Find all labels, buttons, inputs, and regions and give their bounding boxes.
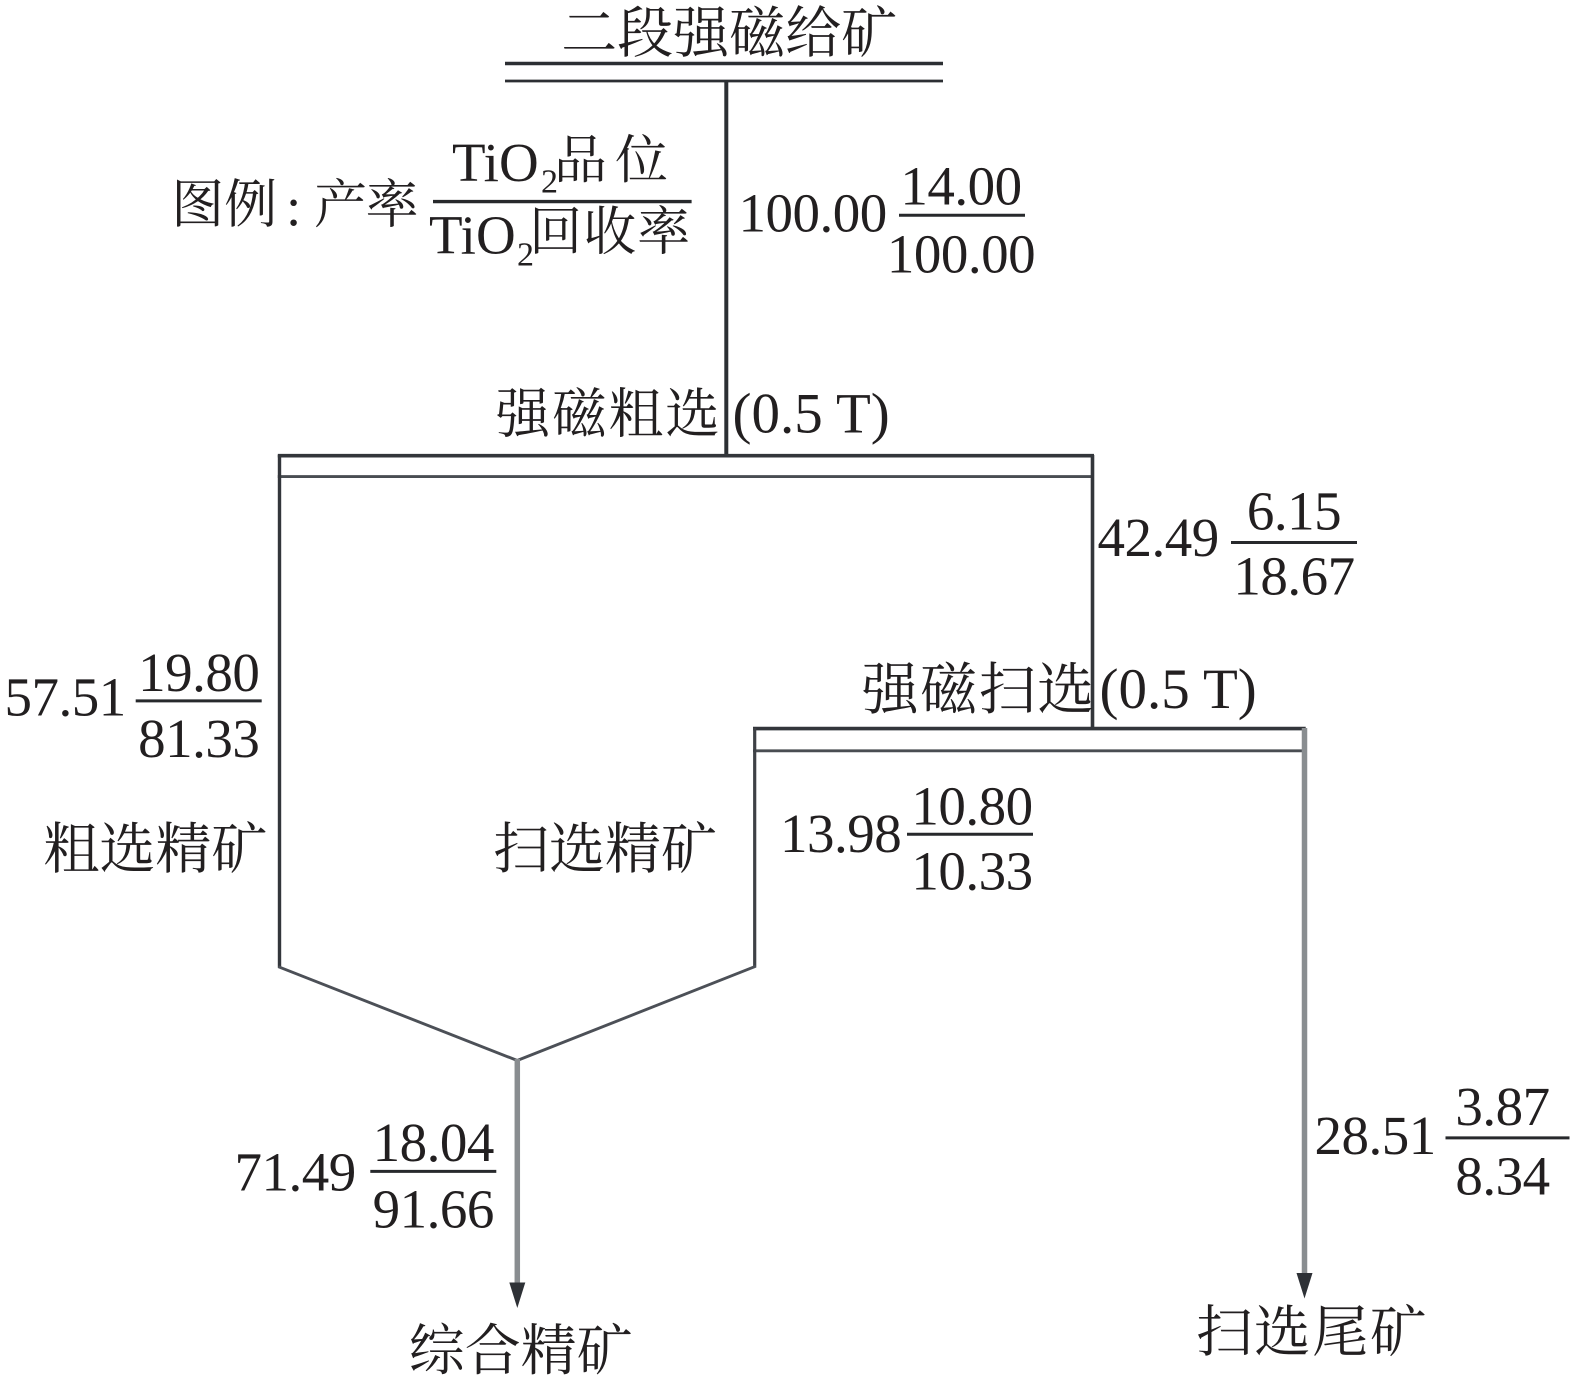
svg-text:18.04: 18.04	[373, 1112, 494, 1173]
svg-text:13.98: 13.98	[780, 803, 901, 864]
svg-text:71.49: 71.49	[235, 1142, 356, 1203]
svg-text:(0.5 T): (0.5 T)	[733, 383, 890, 446]
svg-text:TiO: TiO	[429, 205, 516, 266]
svg-text:3.87: 3.87	[1455, 1076, 1549, 1137]
svg-text::: :	[286, 176, 301, 237]
svg-text:91.66: 91.66	[373, 1178, 494, 1239]
svg-text:81.33: 81.33	[138, 708, 259, 769]
svg-text:8.34: 8.34	[1455, 1145, 1549, 1206]
svg-text:14.00: 14.00	[900, 156, 1021, 217]
svg-text:18.67: 18.67	[1233, 546, 1354, 607]
svg-text:2: 2	[517, 236, 534, 273]
svg-text:28.51: 28.51	[1315, 1105, 1436, 1166]
svg-text:2: 2	[541, 163, 558, 200]
svg-text:19.80: 19.80	[138, 642, 259, 703]
svg-text:(0.5 T): (0.5 T)	[1100, 658, 1257, 721]
svg-text:100.00: 100.00	[739, 183, 887, 244]
svg-text:TiO: TiO	[452, 132, 539, 193]
svg-text:42.49: 42.49	[1098, 507, 1219, 568]
svg-text:57.51: 57.51	[5, 667, 126, 728]
svg-text:100.00: 100.00	[887, 224, 1035, 285]
svg-text:6.15: 6.15	[1247, 481, 1341, 542]
svg-text:10.80: 10.80	[911, 775, 1032, 836]
svg-text:10.33: 10.33	[911, 840, 1032, 901]
